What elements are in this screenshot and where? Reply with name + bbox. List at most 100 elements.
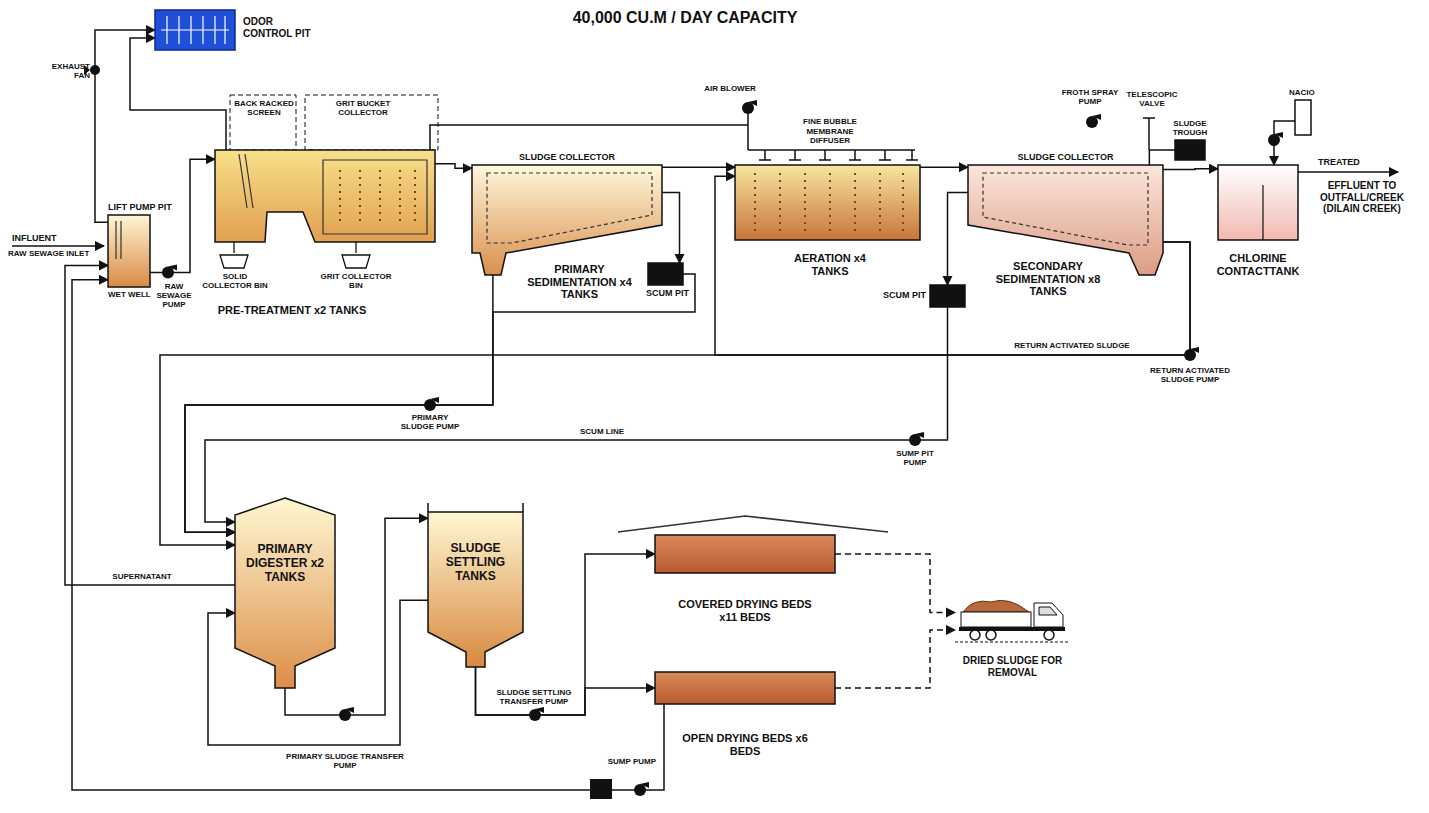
node-label: DRIED SLUDGE FOR REMOVAL [955, 655, 1070, 678]
node-label: WET WELL [108, 290, 151, 299]
part-label: RETURN ACTIVATED SLUDGE PUMP [1140, 366, 1240, 384]
drying-bed: OPEN DRYING BEDS x6 BEDS [655, 672, 835, 704]
air-blower [430, 100, 918, 160]
tank-outline [215, 150, 435, 242]
flow-line [1163, 168, 1218, 170]
tank-outline [1218, 165, 1298, 240]
sludge-truck: DRIED SLUDGE FOR REMOVAL [955, 595, 1070, 645]
drawing-part [970, 630, 980, 640]
flow-line [1274, 121, 1295, 165]
bed-roof [618, 516, 888, 532]
drawing-part [162, 265, 177, 279]
drawing-part [220, 255, 248, 268]
line-label: SCUM LINE [560, 427, 644, 436]
line-label: RETURN ACTIVATED SLUDGE [985, 341, 1159, 350]
node-label: PRIMARY SEDIMENTATION x4 TANKS [517, 263, 642, 301]
part-label: SOLID COLLECTOR BIN [200, 272, 270, 290]
tank-detail [487, 173, 652, 243]
drawing-part [634, 782, 649, 796]
drawing-part [759, 159, 918, 161]
froth-spray-pump [1086, 114, 1101, 128]
tank-outline [1295, 100, 1311, 135]
tank-body [428, 512, 523, 667]
truck [955, 600, 1069, 642]
part-label: AIR BLOWER [700, 84, 760, 93]
drawing-part [1039, 607, 1057, 615]
screen-hood [230, 95, 296, 150]
drawing-part [1184, 347, 1199, 361]
tank-outline [235, 498, 335, 688]
node-label: ODOR CONTROL PIT [243, 16, 325, 39]
part-label: BACK RACKED SCREEN [234, 99, 294, 117]
part-label: SUMP PIT PUMP [885, 449, 945, 467]
scum-pit: SCUM PIT [930, 285, 965, 307]
tank-detail [161, 16, 229, 44]
tank-wall [428, 503, 523, 512]
tank-body [472, 165, 662, 275]
flow-line [662, 193, 680, 264]
telescopic-valve [1143, 118, 1155, 150]
node-label: FINE BUBBLE MEMBRANE DIFFUSER [790, 117, 870, 145]
drawing-part [424, 397, 439, 411]
node-label: AERATION x4 TANKS [775, 252, 885, 277]
drawing-part [986, 630, 996, 640]
aeration-tank: FINE BUBBLE MEMBRANE DIFFUSERAERATION x4… [735, 165, 920, 240]
drawing-part [339, 707, 354, 721]
settling-tank: SLUDGE SETTLING TANKS [428, 512, 523, 667]
line-label: SUPERNATANT [95, 572, 189, 581]
tank-detail [1262, 185, 1263, 240]
collector-bins [220, 242, 370, 268]
tank-outline [428, 512, 523, 667]
flow-line [160, 242, 1190, 545]
flow-line [476, 667, 656, 715]
digester-tank: PRIMARY DIGESTER x2 TANKS [235, 498, 335, 688]
tank-outline [108, 215, 150, 287]
tank-detail [116, 221, 121, 259]
flow-line [920, 166, 968, 168]
tank-detail [239, 154, 427, 234]
tank-body [235, 498, 335, 688]
scum-pit: SCUM PIT [648, 263, 683, 285]
part-label: GRIT COLLECTOR BIN [320, 272, 392, 290]
drawing-part [963, 600, 1029, 612]
part-label: SLUDGE SETTLING TRANSFER PUMP [490, 688, 578, 706]
drawing-part [1268, 132, 1283, 146]
flow-line [948, 193, 969, 286]
node-label: LIFT PUMP PIT [108, 202, 172, 212]
node-label: SLUDGE SETTLING TANKS [433, 542, 518, 583]
drawing-part [1034, 603, 1063, 627]
dosing-tank: NACIO [1295, 100, 1311, 135]
pre-treatment-tank: PRE-TREATMENT x2 TANKS [215, 150, 435, 242]
node-label: SCUM PIT [646, 288, 689, 298]
tank-body [215, 150, 435, 242]
drawing-part [430, 108, 748, 150]
tank-outline [968, 165, 1163, 275]
diagram-title: 40,000 CU.M / DAY CAPACITY [485, 9, 885, 27]
tank-body [930, 285, 965, 307]
drying-bed: COVERED DRYING BEDS x11 BEDS [655, 535, 835, 573]
drawing-part [748, 149, 915, 151]
tank-outline [1175, 140, 1205, 160]
flow-line [662, 166, 735, 168]
drawing-part [742, 100, 757, 114]
air-bubbles [340, 170, 415, 226]
flow-line [1149, 150, 1175, 165]
drawing-part [355, 242, 356, 253]
node-label: SCUM PIT [883, 290, 926, 300]
influent-line [12, 245, 104, 247]
drawing-part [765, 150, 912, 160]
flow-line [835, 554, 955, 613]
flow-line [205, 307, 948, 522]
tank-body [968, 165, 1163, 275]
tank-outline [655, 672, 835, 704]
part-label: EXHAUST FAN [40, 62, 90, 80]
tank-body [108, 215, 150, 287]
pump-symbols [162, 132, 1283, 796]
part-label: RAW SEWAGE INLET [8, 249, 103, 258]
part-label: TELESCOPIC VALVE [1123, 90, 1181, 108]
flow-line [65, 265, 235, 585]
flow-line [435, 164, 472, 169]
drawing-part [955, 641, 1069, 642]
tank-body [1295, 100, 1311, 135]
